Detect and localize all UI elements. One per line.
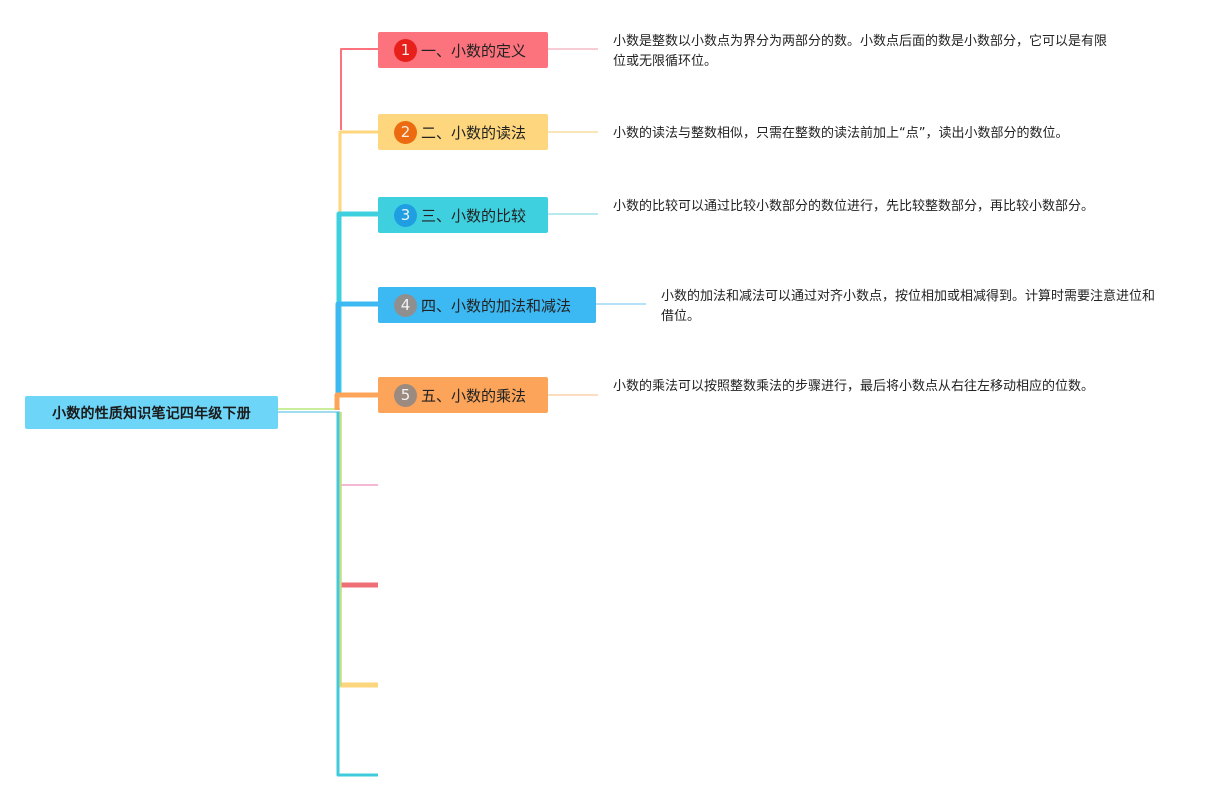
branch-connector-1 bbox=[340, 48, 378, 130]
topic-node-reading[interactable]: 2 二、小数的读法 bbox=[378, 114, 548, 150]
root-topic[interactable]: 小数的性质知识笔记四年级下册 bbox=[25, 396, 278, 429]
topic-node-label: 一、小数的定义 bbox=[421, 41, 527, 60]
topic-node-comparison[interactable]: 3 三、小数的比较 bbox=[378, 197, 548, 233]
number-badge-icon: 3 bbox=[394, 203, 417, 227]
topic-description: 小数的比较可以通过比较小数部分的数位进行，先比较整数部分，再比较小数部分。 bbox=[613, 199, 1095, 214]
number-badge-icon: 2 bbox=[394, 120, 417, 144]
topic-node-label: 三、小数的比较 bbox=[421, 206, 527, 225]
number-badge-icon: 1 bbox=[394, 38, 417, 62]
topic-node-label: 四、小数的加法和减法 bbox=[421, 296, 572, 315]
topic-node-label: 五、小数的乘法 bbox=[421, 386, 527, 405]
branch-connector-2 bbox=[338, 130, 378, 395]
topic-description: 小数的乘法可以按照整数乘法的步骤进行，最后将小数点从右往左移动相应的位数。 bbox=[613, 379, 1095, 394]
number-badge-icon: 4 bbox=[394, 293, 417, 317]
branch-connector-4 bbox=[335, 301, 378, 395]
topic-node-multiplication[interactable]: 5 五、小数的乘法 bbox=[378, 377, 548, 413]
topic-description: 小数的读法与整数相似，只需在整数的读法前加上“点”，读出小数部分的数位。 bbox=[613, 126, 1069, 141]
branch-connector-5 bbox=[334, 392, 378, 410]
topic-node-label: 二、小数的读法 bbox=[421, 123, 527, 142]
topic-description: 小数的加法和减法可以通过对齐小数点，按位相加或相减得到。计算时需要注意进位和借位… bbox=[661, 289, 1156, 324]
topic-node-add-subtract[interactable]: 4 四、小数的加法和减法 bbox=[378, 287, 596, 323]
topic-description: 小数是整数以小数点为界分为两部分的数。小数点后面的数是小数部分，它可以是有限位或… bbox=[613, 34, 1108, 69]
number-badge-icon: 5 bbox=[394, 383, 417, 407]
topic-node-definition[interactable]: 1 一、小数的定义 bbox=[378, 32, 548, 68]
root-topic-label: 小数的性质知识笔记四年级下册 bbox=[52, 405, 251, 422]
empty-branch-connector bbox=[336, 412, 378, 688]
empty-branch-connector bbox=[336, 412, 378, 777]
